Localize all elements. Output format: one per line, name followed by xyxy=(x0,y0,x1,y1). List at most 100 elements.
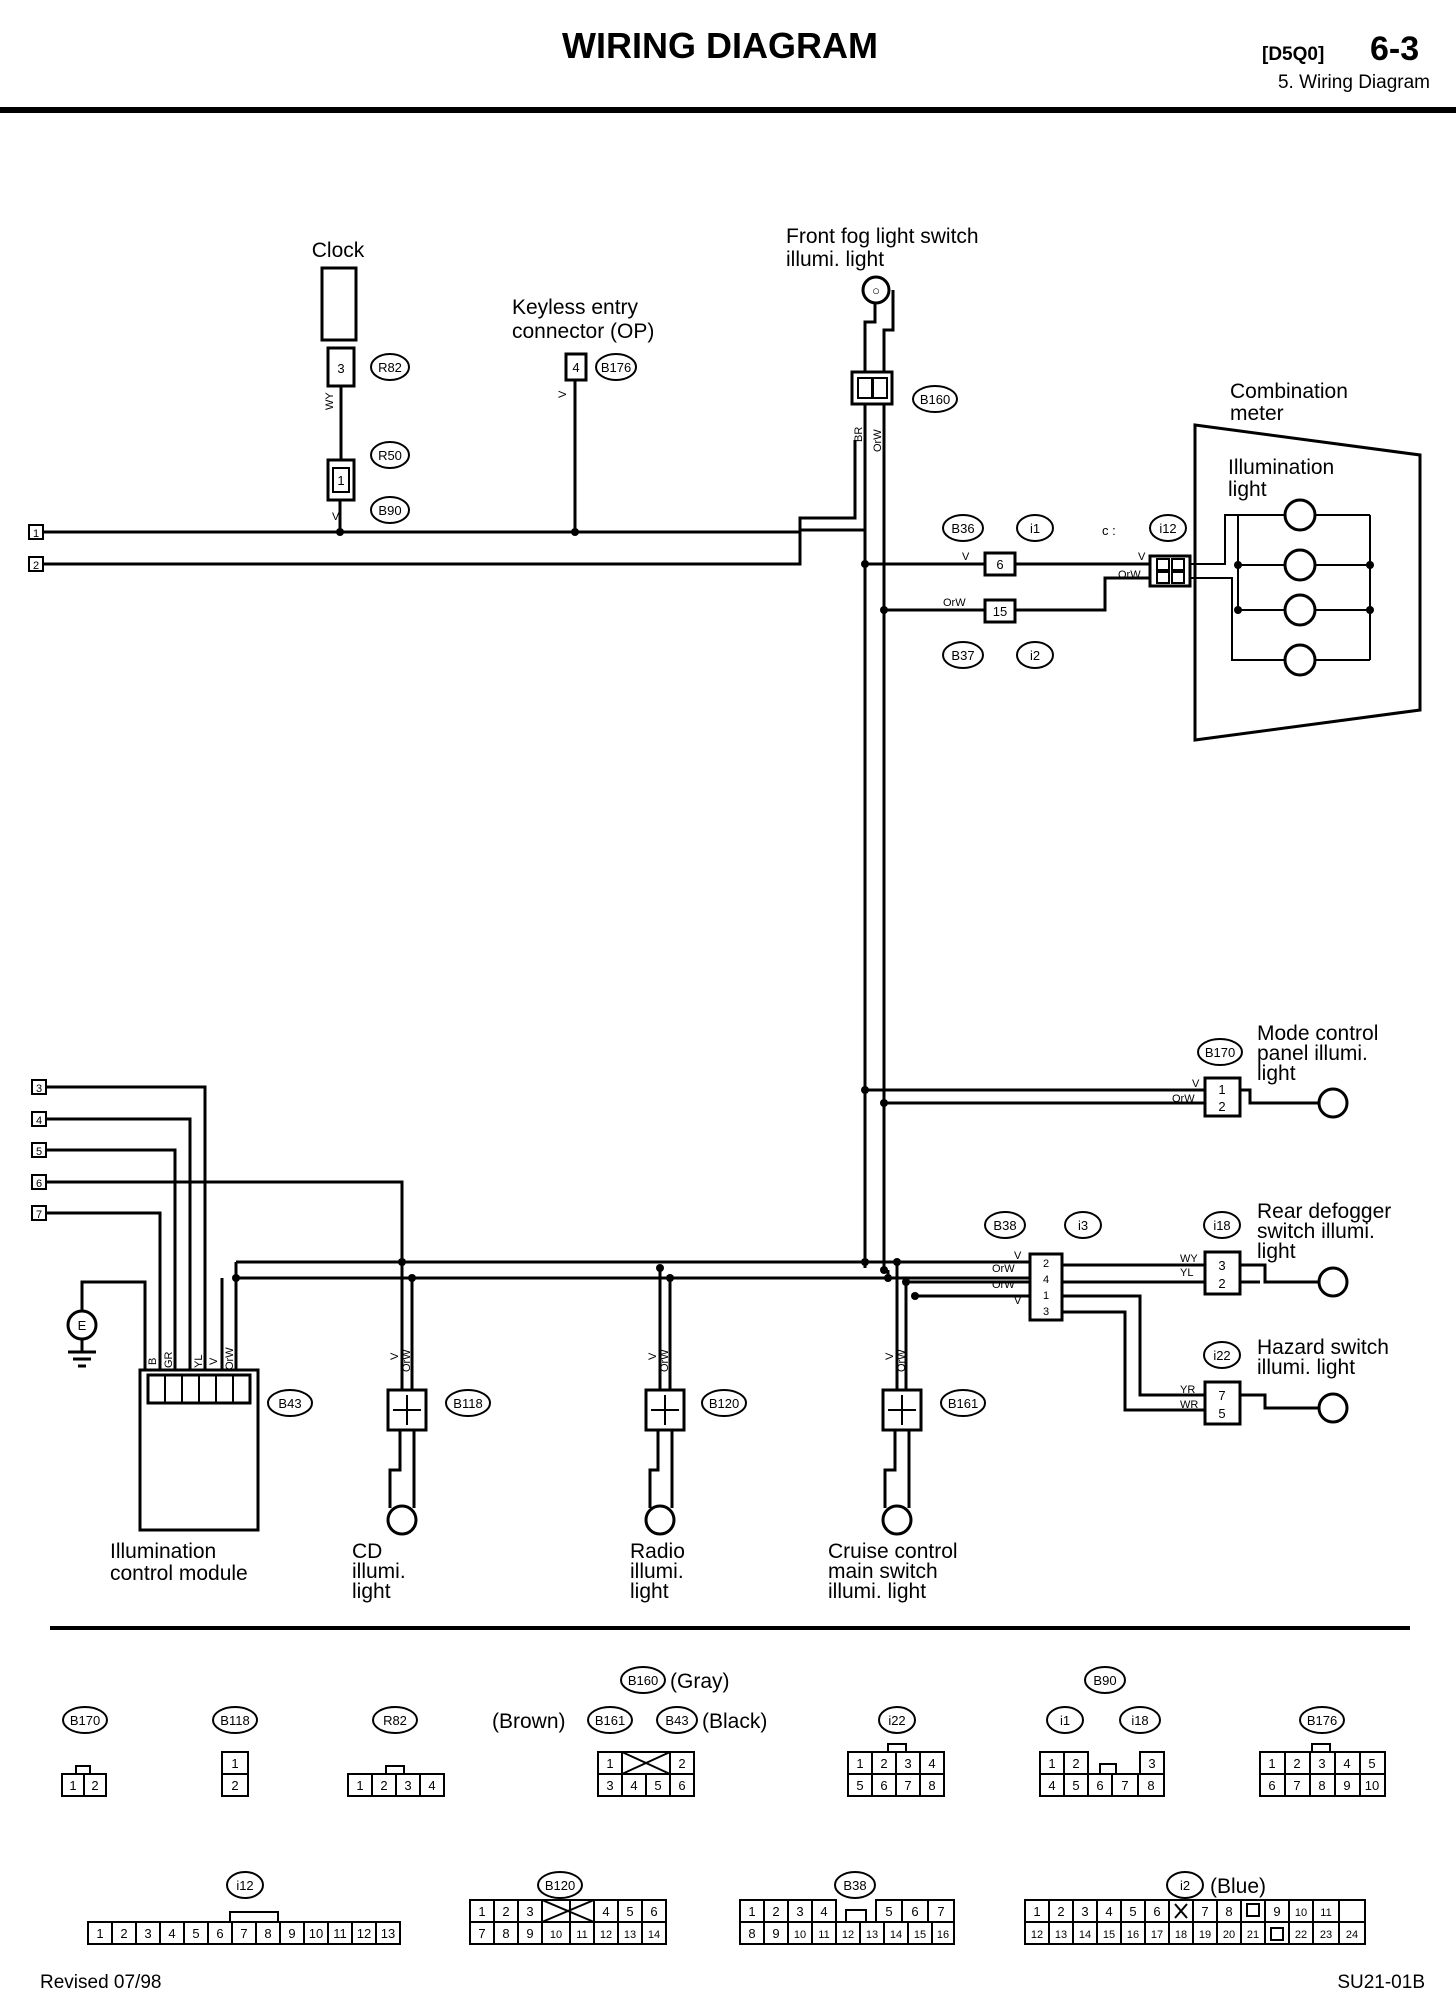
svg-text:11: 11 xyxy=(1320,1907,1331,1919)
svg-text:3: 3 xyxy=(606,1778,613,1793)
svg-text:BR: BR xyxy=(853,427,865,442)
svg-text:B120: B120 xyxy=(709,1396,739,1411)
legend-i2: i2 (Blue) 1 2 3 4 5 6 7 8 9 10 11 12 13 … xyxy=(1024,1871,1366,1945)
svg-text:2: 2 xyxy=(231,1778,238,1793)
svg-text:light: light xyxy=(1257,1062,1296,1085)
svg-text:Rear defogger: Rear defogger xyxy=(1257,1200,1391,1223)
junction-dots xyxy=(232,528,919,1300)
cruise-control-main-switch-illumi-light: B161 V OrW Cruise control main switch il… xyxy=(828,1349,986,1603)
svg-text:WY: WY xyxy=(324,392,336,410)
svg-text:i1: i1 xyxy=(1060,1713,1070,1728)
svg-text:1: 1 xyxy=(478,1904,485,1919)
svg-text:5: 5 xyxy=(626,1904,633,1919)
meter-bulb-2 xyxy=(1283,548,1317,582)
svg-text:9: 9 xyxy=(1343,1778,1350,1793)
svg-text:B176: B176 xyxy=(1307,1713,1337,1728)
svg-text:5: 5 xyxy=(885,1904,892,1919)
r50-connector-id xyxy=(370,441,410,469)
connector-b38-i3: B38 i3 2 4 1 3 V OrW OrW V xyxy=(984,1211,1205,1412)
svg-text:7: 7 xyxy=(240,1926,247,1941)
svg-text:i2: i2 xyxy=(1030,648,1040,663)
svg-text:2: 2 xyxy=(678,1756,685,1771)
svg-text:11: 11 xyxy=(818,1929,829,1941)
svg-text:6: 6 xyxy=(880,1778,887,1793)
svg-text:OrW: OrW xyxy=(992,1279,1015,1291)
svg-text:6: 6 xyxy=(996,557,1003,572)
svg-text:(Black): (Black) xyxy=(702,1710,767,1733)
svg-text:16: 16 xyxy=(1127,1929,1139,1941)
svg-text:7: 7 xyxy=(904,1778,911,1793)
legend-b38: B38 1 2 3 4 5 6 7 8 9 10 11 12 13 14 15 … xyxy=(739,1871,955,1945)
svg-text:i12: i12 xyxy=(236,1878,253,1893)
terminal-6: 6 xyxy=(31,1174,47,1190)
keyless-entry-connector: Keyless entry connector (OP) 4 B176 V xyxy=(512,296,654,398)
svg-text:10: 10 xyxy=(1295,1907,1307,1919)
svg-text:15: 15 xyxy=(914,1929,926,1941)
svg-text:V: V xyxy=(1138,551,1146,563)
svg-text:3: 3 xyxy=(1318,1756,1325,1771)
svg-text:6: 6 xyxy=(36,1178,42,1190)
svg-text:3: 3 xyxy=(1218,1258,1225,1273)
terminal-4: 4 xyxy=(31,1111,47,1127)
svg-text:14: 14 xyxy=(648,1929,660,1941)
svg-text:2: 2 xyxy=(1057,1904,1064,1919)
meter-bulb-1 xyxy=(1283,498,1317,532)
svg-text:5: 5 xyxy=(1072,1778,1079,1793)
svg-text:B38: B38 xyxy=(843,1878,866,1893)
svg-text:2: 2 xyxy=(1043,1258,1049,1270)
svg-text:c :: c : xyxy=(1102,523,1116,538)
svg-text:4: 4 xyxy=(1343,1756,1350,1771)
svg-text:i12: i12 xyxy=(1159,521,1176,536)
legend-r82: R82 1 2 3 4 xyxy=(347,1706,445,1797)
svg-text:1: 1 xyxy=(1048,1756,1055,1771)
svg-text:3: 3 xyxy=(36,1083,42,1095)
svg-text:4: 4 xyxy=(572,360,579,375)
meter-bulb-4 xyxy=(1283,643,1317,677)
svg-text:5: 5 xyxy=(654,1778,661,1793)
svg-text:1: 1 xyxy=(1043,1290,1049,1302)
svg-text:Radio: Radio xyxy=(630,1540,685,1563)
svg-text:switch illumi.: switch illumi. xyxy=(1257,1220,1375,1243)
svg-text:3: 3 xyxy=(1081,1904,1088,1919)
svg-text:5: 5 xyxy=(36,1146,42,1158)
svg-text:light: light xyxy=(352,1580,391,1603)
svg-text:6: 6 xyxy=(216,1926,223,1941)
svg-text:12: 12 xyxy=(357,1926,371,1941)
svg-text:(Gray): (Gray) xyxy=(670,1670,730,1693)
svg-text:6: 6 xyxy=(1096,1778,1103,1793)
svg-text:B43: B43 xyxy=(665,1713,688,1728)
svg-text:Hazard switch: Hazard switch xyxy=(1257,1336,1389,1359)
page-number: 6-3 xyxy=(1370,30,1419,68)
hazard-switch-illumi-light: i22 7 5 YR WR Hazard switch illumi. ligh… xyxy=(1180,1336,1389,1426)
svg-text:13: 13 xyxy=(1055,1929,1067,1941)
svg-text:22: 22 xyxy=(1295,1929,1307,1941)
svg-text:R82: R82 xyxy=(383,1713,407,1728)
svg-text:4: 4 xyxy=(630,1778,637,1793)
svg-text:1: 1 xyxy=(356,1778,363,1793)
mode-control-panel-illumi-light: B170 1 2 V OrW Mode control panel illumi… xyxy=(865,1022,1378,1119)
svg-text:2: 2 xyxy=(880,1756,887,1771)
svg-text:YR: YR xyxy=(1180,1384,1195,1396)
svg-text:11: 11 xyxy=(576,1929,587,1941)
svg-text:8: 8 xyxy=(1147,1778,1154,1793)
svg-text:R82: R82 xyxy=(378,360,402,375)
svg-text:12: 12 xyxy=(1031,1929,1043,1941)
ground-symbol: E xyxy=(66,1309,98,1368)
svg-text:1: 1 xyxy=(1033,1904,1040,1919)
connector-b37-i2: 15 OrW B37 i2 xyxy=(942,597,1054,669)
svg-text:3: 3 xyxy=(1043,1306,1049,1318)
svg-text:17: 17 xyxy=(1151,1929,1163,1941)
i12-connector-id-top xyxy=(1149,514,1187,542)
svg-text:V: V xyxy=(1014,1295,1022,1307)
svg-text:B: B xyxy=(147,1358,159,1365)
svg-text:illumi. light: illumi. light xyxy=(1257,1356,1355,1379)
svg-text:B160: B160 xyxy=(920,392,950,407)
svg-text:8: 8 xyxy=(1225,1904,1232,1919)
b176-connector-id-top xyxy=(595,353,637,381)
legend-b176: B176 1 2 3 4 5 6 7 8 9 10 xyxy=(1259,1706,1386,1797)
svg-text:2: 2 xyxy=(33,560,39,572)
svg-text:15: 15 xyxy=(993,604,1007,619)
b90-connector-id-top xyxy=(370,496,410,524)
svg-text:OrW: OrW xyxy=(659,1349,671,1372)
cd-illumi-light: B118 V OrW CD illumi. light xyxy=(352,1349,491,1603)
